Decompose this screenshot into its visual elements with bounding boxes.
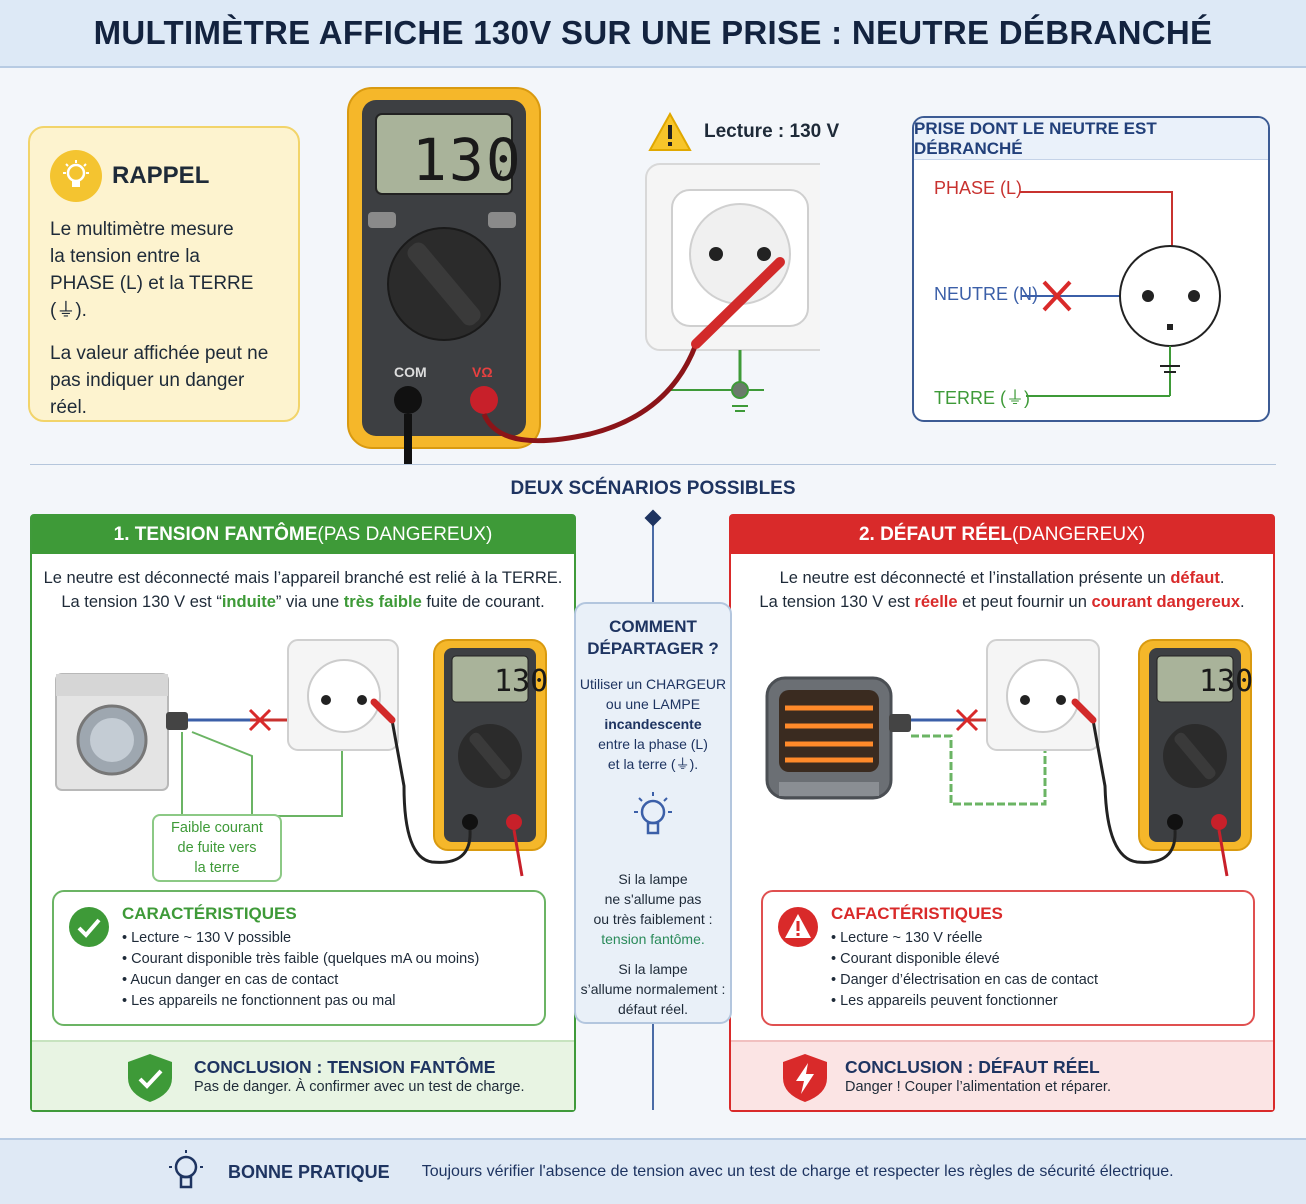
- scenarios-title: DEUX SCÉNARIOS POSSIBLES: [510, 478, 796, 499]
- list-item: Lecture ~ 130 V possible: [122, 928, 530, 949]
- footer-label: BONNE PRATIQUE: [228, 1161, 390, 1182]
- list-item: Lecture ~ 130 V réelle: [831, 928, 1239, 949]
- page-title: MULTIMÈTRE AFFICHE 130V SUR UNE PRISE : …: [93, 14, 1213, 51]
- lightbulb-outline-icon: [634, 792, 672, 835]
- vohm-label: VΩ: [472, 364, 493, 380]
- lightbulb-icon: [50, 150, 102, 202]
- schema-neutre-label: NEUTRE (N): [934, 284, 1038, 304]
- schema-title: PRISE DONT LE NEUTRE EST DÉBRANCHÉ: [914, 118, 1268, 160]
- rappel-heading: RAPPEL: [112, 162, 210, 189]
- title-bar: MULTIMÈTRE AFFICHE 130V SUR UNE PRISE : …: [0, 0, 1306, 68]
- lecture-readout: Lecture : 130 V: [648, 112, 839, 152]
- center-dot: [644, 509, 662, 527]
- scenario-2-panel: 2. DÉFAUT RÉEL (DANGEREUX) Le neutre est…: [729, 514, 1275, 1112]
- scenario-1-meter-display: 130: [494, 664, 549, 699]
- footer-text: Toujours vérifier l'absence de tension a…: [421, 1163, 1174, 1180]
- scenario-1-description: Le neutre est déconnecté mais l’appareil…: [43, 569, 563, 611]
- list-item: Courant disponible très faible (quelques…: [122, 949, 530, 970]
- scenario-1-conclusion-title: CONCLUSION : TENSION FANTÔME: [194, 1056, 496, 1077]
- scenario-1-illustration: [55, 639, 547, 877]
- check-circle-icon: [69, 907, 109, 947]
- com-label: COM: [394, 364, 427, 380]
- scenario-2-meter-display: 130: [1199, 664, 1254, 699]
- main-meter-unit: v: [494, 166, 502, 183]
- lightbulb-outline-icon: [169, 1150, 203, 1189]
- shield-bolt-icon: [783, 1054, 827, 1102]
- scenario-2-characteristics: CAFACTÉRISTIQUES Lecture ~ 130 V réelle …: [761, 890, 1255, 1026]
- section-divider: [30, 464, 1276, 465]
- footer-bar: BONNE PRATIQUE Toujours vérifier l'absen…: [0, 1138, 1306, 1204]
- scenario-2-heading: 2. DÉFAUT RÉEL (DANGEREUX): [731, 516, 1273, 554]
- scenario-1-conclusion-text: Pas de danger. À confirmer avec un test …: [194, 1078, 525, 1095]
- main-multimeter-illustration: [347, 87, 820, 464]
- schema-wiring: [1020, 191, 1221, 397]
- warning-icon: [648, 112, 692, 151]
- scenario-1-heading: 1. TENSION FANTÔME (PAS DANGEREUX): [32, 516, 574, 554]
- warning-circle-icon: [778, 907, 818, 947]
- scenario-1-characteristics: CARACTÉRISTIQUES Lecture ~ 130 V possibl…: [52, 890, 546, 1026]
- list-item: Les appareils ne fonctionnent pas ou mal: [122, 991, 530, 1012]
- scenario-1-panel: 1. TENSION FANTÔME (PAS DANGEREUX) Le ne…: [30, 514, 576, 1112]
- scenario-2-illustration: [765, 639, 1252, 877]
- scenario-2-conclusion-title: CONCLUSION : DÉFAUT RÉEL: [845, 1056, 1100, 1077]
- scenario-2-conclusion-text: Danger ! Couper l’alimentation et répare…: [845, 1078, 1111, 1095]
- schema-phase-label: PHASE (L): [934, 178, 1023, 198]
- lecture-text: Lecture : 130 V: [704, 121, 840, 142]
- socket-schema: PRISE DONT LE NEUTRE EST DÉBRANCHÉ PHASE…: [912, 116, 1270, 422]
- scenario-1-carac-title: CARACTÉRISTIQUES: [122, 904, 297, 923]
- list-item: Les appareils peuvent fonctionner: [831, 991, 1239, 1012]
- schema-terre-label: TERRE (⏚): [934, 388, 1030, 408]
- list-item: Aucun danger en cas de contact: [122, 970, 530, 991]
- scenario-2-carac-title: CAFACTÉRISTIQUES: [831, 904, 1003, 923]
- list-item: Danger d’électrisation en cas de contact: [831, 970, 1239, 991]
- list-item: Courant disponible élevé: [831, 949, 1239, 970]
- shield-check-icon: [128, 1054, 172, 1102]
- scenario-2-description: Le neutre est déconnecté et l’installati…: [759, 569, 1245, 611]
- main-meter-display: 130: [412, 126, 523, 194]
